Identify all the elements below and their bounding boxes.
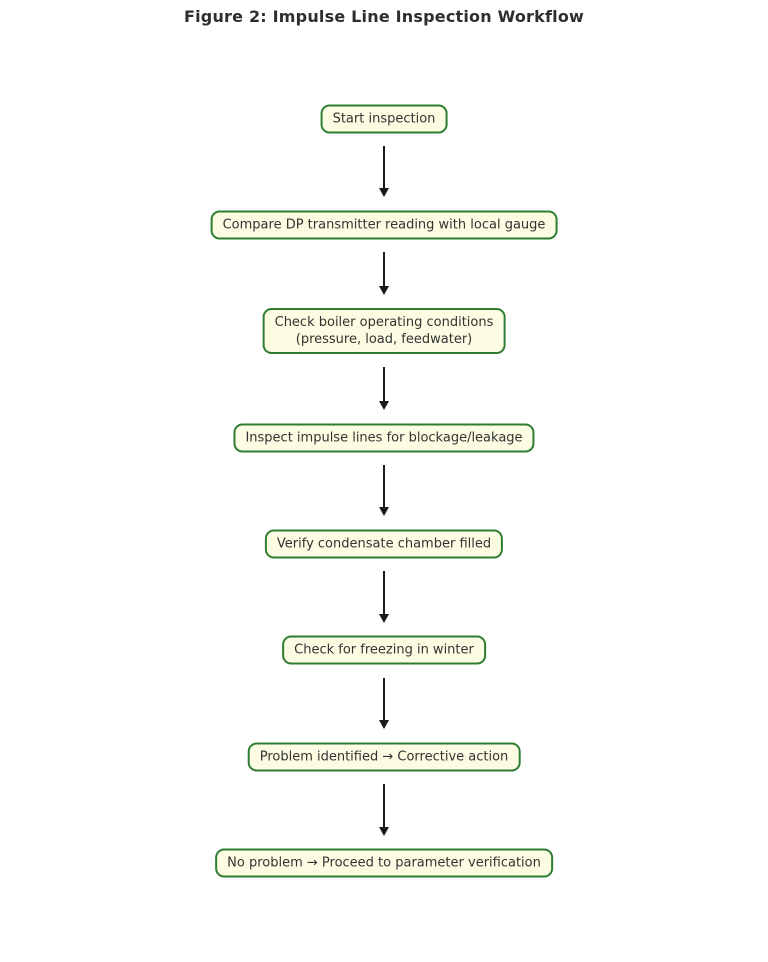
flow-arrowhead-4 bbox=[379, 507, 389, 517]
flow-node-8: No problem → Proceed to parameter verifi… bbox=[215, 848, 553, 878]
flow-node-6: Check for freezing in winter bbox=[282, 635, 486, 665]
flow-node-7: Problem identified → Corrective action bbox=[247, 742, 521, 772]
flow-node-4: Inspect impulse lines for blockage/leaka… bbox=[233, 423, 535, 453]
flow-arrow-3 bbox=[383, 367, 385, 404]
flow-arrowhead-7 bbox=[379, 826, 389, 836]
flow-arrowhead-2 bbox=[379, 286, 389, 296]
figure-title: Figure 2: Impulse Line Inspection Workfl… bbox=[183, 7, 585, 26]
flow-arrow-5 bbox=[383, 571, 385, 616]
flow-arrowhead-5 bbox=[379, 613, 389, 623]
flow-arrow-7 bbox=[383, 784, 385, 829]
flow-node-3: Check boiler operating conditions (press… bbox=[262, 308, 506, 355]
flow-node-2: Compare DP transmitter reading with loca… bbox=[210, 210, 558, 240]
flow-arrow-2 bbox=[383, 252, 385, 289]
flow-arrowhead-6 bbox=[379, 720, 389, 730]
flow-arrow-4 bbox=[383, 465, 385, 510]
flow-node-1: Start inspection bbox=[320, 104, 448, 133]
flow-arrowhead-1 bbox=[379, 188, 389, 198]
flow-node-5: Verify condensate chamber filled bbox=[264, 529, 504, 559]
flow-arrow-1 bbox=[383, 146, 385, 191]
flow-arrowhead-3 bbox=[379, 401, 389, 411]
flow-arrow-6 bbox=[383, 677, 385, 723]
